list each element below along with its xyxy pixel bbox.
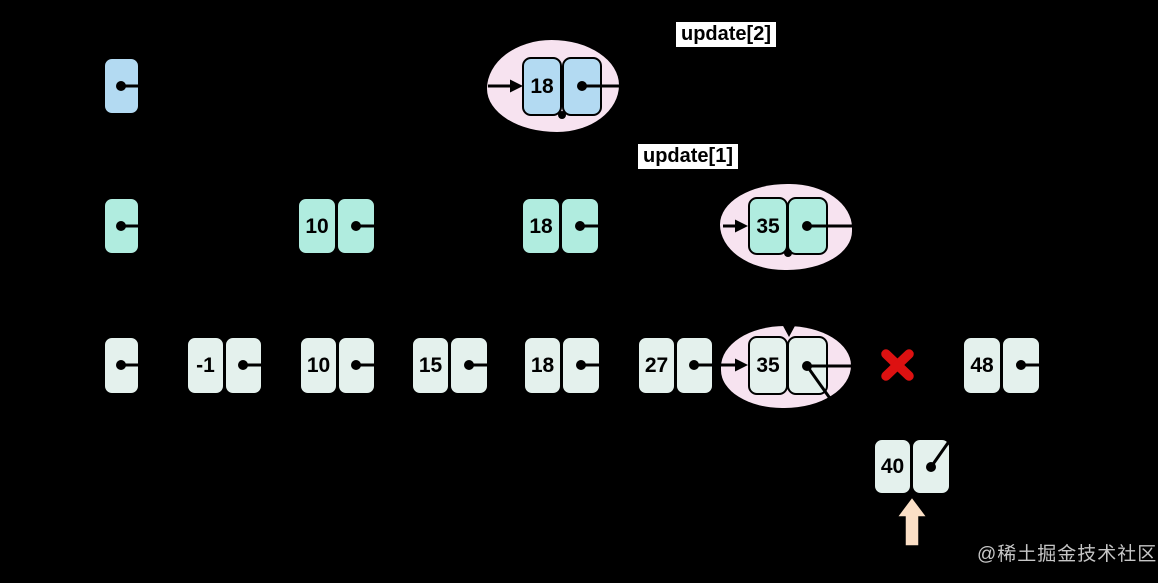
arrowhead-icon xyxy=(735,219,748,233)
link-into-level2-18 xyxy=(488,79,523,93)
watermark: @稀土掘金技术社区 xyxy=(977,544,1158,565)
link-40-to-48 xyxy=(929,439,952,468)
node-10-level1-value-cell: 10 xyxy=(297,197,337,255)
node-18-level2-value-cell: 18 xyxy=(522,57,562,116)
link-27-to-35 xyxy=(694,358,748,372)
node-value: 35 xyxy=(756,214,780,238)
new-link-35-to-40 xyxy=(805,365,836,405)
up-arrow-icon xyxy=(895,495,929,547)
node-value: 18 xyxy=(529,214,553,238)
node-18-level1-value-cell: 18 xyxy=(521,197,561,255)
update1-label: update[1] xyxy=(638,144,738,169)
node-value: 10 xyxy=(306,354,331,377)
node-value: 10 xyxy=(305,214,329,238)
node-40-inserted-value-cell: 40 xyxy=(873,438,912,495)
node-value: 40 xyxy=(880,455,905,478)
node-value: -1 xyxy=(196,354,215,377)
node-value: 15 xyxy=(418,354,443,377)
node-value: 18 xyxy=(530,354,555,377)
arrowhead-icon xyxy=(510,79,523,93)
arrowhead-icon xyxy=(735,358,748,372)
dot-pointer-icon xyxy=(116,81,1026,472)
node-value: 35 xyxy=(756,354,780,377)
red-x-icon xyxy=(881,349,914,381)
node-value: 48 xyxy=(970,354,994,377)
node-value: 18 xyxy=(530,75,554,98)
update2-label: update[2] xyxy=(676,22,776,47)
node-48-level0-value-cell: 48 xyxy=(962,336,1002,395)
pointer-stub-lines xyxy=(121,84,1047,367)
node-value: 27 xyxy=(644,354,669,377)
node-neg1-level0-value-cell: -1 xyxy=(186,336,225,395)
down-arrowhead-icon xyxy=(782,324,796,337)
link-into-level1-35 xyxy=(723,219,748,233)
